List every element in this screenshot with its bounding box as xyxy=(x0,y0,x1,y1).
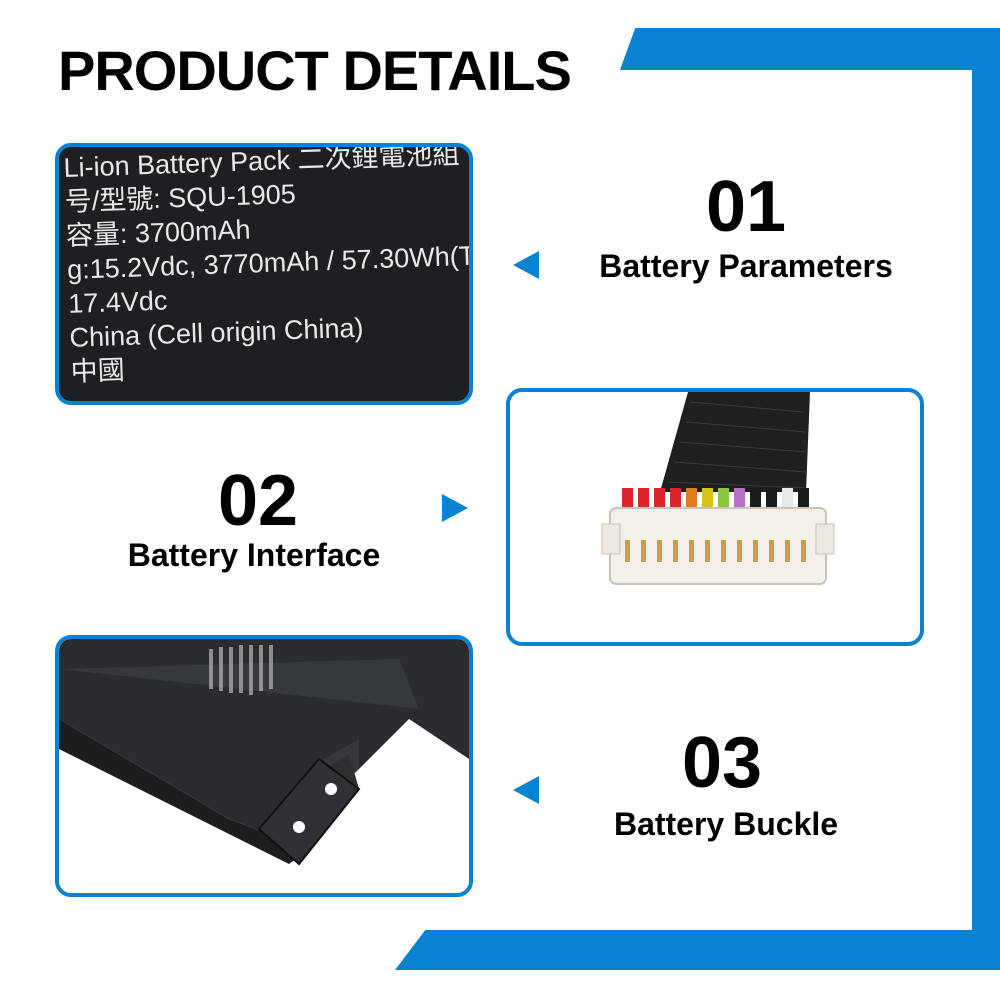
frame-right-bar xyxy=(972,28,1000,970)
connector-wire xyxy=(750,488,761,518)
connector-pin xyxy=(801,540,806,562)
arrow-right-icon xyxy=(442,494,468,522)
frame-top-bar xyxy=(620,28,1000,70)
buckle-illustration xyxy=(59,639,469,893)
connector-illustration xyxy=(601,392,835,585)
battery-buckle-photo xyxy=(55,635,473,897)
section-number-01: 01 xyxy=(705,167,787,247)
connector-pin xyxy=(673,540,678,562)
connector-wire xyxy=(638,488,649,518)
connector-pin xyxy=(625,540,630,562)
connector-wire xyxy=(702,488,713,518)
section-number-02: 02 xyxy=(217,461,299,541)
battery-label-photo: Li-ion Battery Pack 二次鋰電池組 号/型號: SQU-190… xyxy=(55,143,473,405)
connector-wire xyxy=(654,488,665,518)
connector-pin xyxy=(769,540,774,562)
connector-wire xyxy=(686,488,697,518)
battery-connector-photo xyxy=(506,388,924,646)
connector-wire xyxy=(798,488,809,518)
connector-wire xyxy=(734,488,745,518)
connector-pin xyxy=(785,540,790,562)
connector-pin xyxy=(705,540,710,562)
connector-wire xyxy=(782,488,793,518)
connector-wire xyxy=(718,488,729,518)
battery-label-text: Li-ion Battery Pack 二次鋰電池組 号/型號: SQU-190… xyxy=(63,147,469,389)
connector-pin xyxy=(737,540,742,562)
arrow-left-icon xyxy=(513,251,539,279)
frame-bottom-bar xyxy=(395,930,1000,970)
connector-pin xyxy=(721,540,726,562)
connector-pin xyxy=(753,540,758,562)
connector-pin xyxy=(657,540,662,562)
section-number-03: 03 xyxy=(681,723,763,803)
section-caption-03: Battery Buckle xyxy=(613,806,839,842)
page-title: PRODUCT DETAILS xyxy=(58,39,572,102)
connector-wire xyxy=(766,488,777,518)
connector-pin xyxy=(689,540,694,562)
connector-wire xyxy=(622,488,633,518)
connector-pin xyxy=(641,540,646,562)
connector-wires xyxy=(622,488,809,518)
section-caption-01: Battery Parameters xyxy=(599,248,893,284)
arrow-left-icon xyxy=(513,776,539,804)
connector-pins xyxy=(625,540,806,562)
connector-wire xyxy=(670,488,681,518)
section-caption-02: Battery Interface xyxy=(127,537,381,573)
